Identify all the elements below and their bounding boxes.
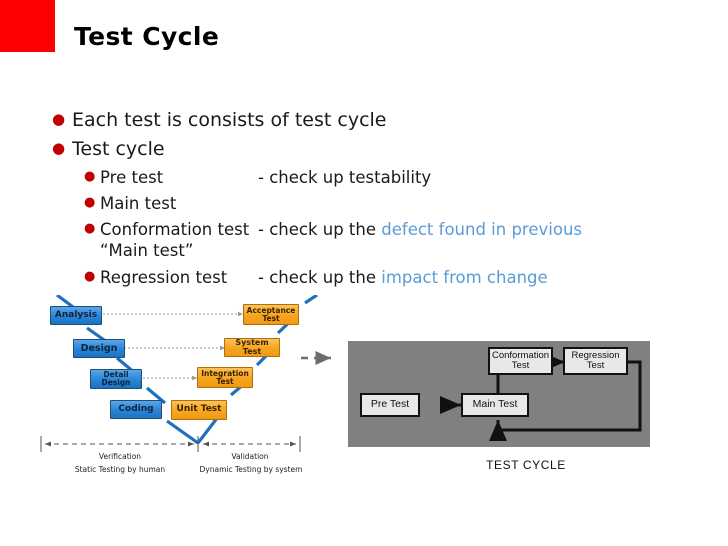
- vmodel-axis-subtitle-validation: Dynamic Testing by system: [199, 465, 303, 474]
- bullet-dot-icon: ●: [52, 110, 66, 128]
- vmodel-axis-title-validation: Validation: [231, 452, 269, 461]
- sub-bullet-pre-test: ● Pre test - check up testability: [84, 168, 431, 187]
- sub-bullet-label-regression-test: Regression test: [100, 268, 228, 287]
- sub-bullet-regression-test: ● Regression test - check up the impact f…: [84, 268, 548, 287]
- page-title: Test Cycle: [74, 22, 220, 51]
- sub-bullet-main-test: ● Main test: [84, 194, 258, 213]
- bullet-dot-icon: ●: [52, 139, 66, 157]
- vmodel-box-coding[interactable]: Coding: [110, 400, 162, 419]
- vmodel-box-system-test[interactable]: System Test: [224, 338, 280, 357]
- vmodel-box-unit-test[interactable]: Unit Test: [171, 400, 227, 420]
- sub-bullet-highlight-regression-test: impact from change: [381, 268, 548, 287]
- sub-bullet-continuation-conformation-test: “Main test”: [100, 241, 194, 260]
- sub-bullet-highlight-conformation-test: defect found in previous: [381, 220, 583, 239]
- sub-bullet-label-main-test: Main test: [100, 194, 177, 213]
- slide-accent-square: [0, 0, 55, 52]
- sub-bullet-conformation-test: ● Conformation test - check up the defect…: [84, 220, 582, 239]
- vmodel-axis-title-verification: Verification: [98, 452, 142, 461]
- vmodel-box-analysis[interactable]: Analysis: [50, 306, 102, 325]
- vmodel-box-detail-design[interactable]: Detail Design: [90, 369, 142, 389]
- bullet-dot-icon: ●: [84, 169, 96, 184]
- bullet-item-2: ● Test cycle: [52, 138, 165, 160]
- sub-bullet-desc-regression-test: - check up the: [258, 268, 382, 287]
- bullet-item-1: ● Each test is consists of test cycle: [52, 109, 386, 131]
- vmodel-box-integration-test[interactable]: Integration Test: [197, 367, 253, 388]
- sub-bullet-label-pre-test: Pre test: [100, 168, 164, 187]
- bullet-dot-icon: ●: [84, 221, 96, 236]
- vmodel-box-design[interactable]: Design: [73, 339, 125, 358]
- test-cycle-diagram: Pre Test Main Test Conformation Test Reg…: [348, 341, 650, 447]
- sub-bullet-desc-conformation-test: - check up the: [258, 220, 382, 239]
- cycle-box-main-test[interactable]: Main Test: [461, 393, 529, 417]
- sub-bullet-desc-pre-test: - check up testability: [258, 168, 432, 187]
- v-model-connectors: [40, 295, 331, 452]
- vmodel-axis-subtitle-verification: Static Testing by human: [74, 465, 166, 474]
- cycle-box-conformation-test[interactable]: Conformation Test: [488, 347, 553, 375]
- bullet-text-1: Each test is consists of test cycle: [72, 109, 387, 131]
- v-model-diagram: Analysis Design Detail Design Coding Acc…: [35, 295, 335, 485]
- sub-bullet-label-conformation-test: Conformation test: [100, 220, 250, 239]
- bullet-text-2: Test cycle: [72, 138, 165, 160]
- bullet-dot-icon: ●: [84, 269, 96, 284]
- cycle-box-regression-test[interactable]: Regression Test: [563, 347, 628, 375]
- vmodel-box-acceptance-test[interactable]: Acceptance Test: [243, 304, 299, 325]
- cycle-box-pre-test[interactable]: Pre Test: [360, 393, 420, 417]
- test-cycle-caption: TEST CYCLE: [486, 458, 566, 472]
- bullet-dot-icon: ●: [84, 195, 96, 210]
